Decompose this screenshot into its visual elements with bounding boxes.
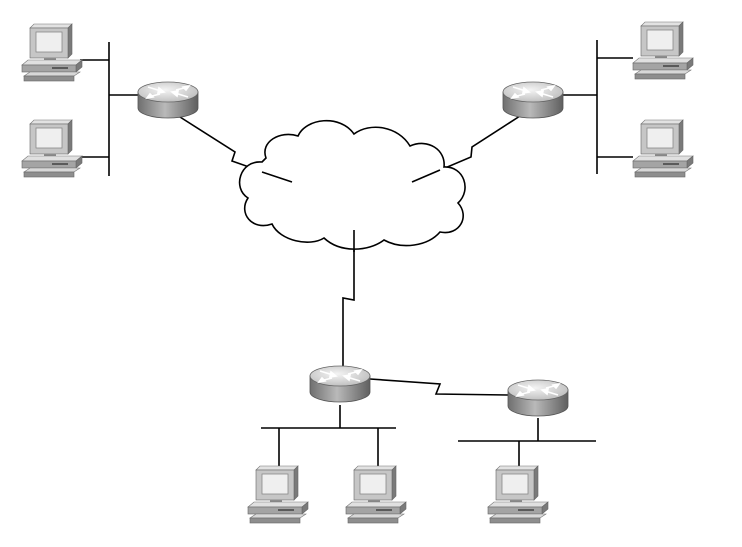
desktop-computer-icon: [346, 466, 406, 523]
desktop-computer-icon: [22, 120, 82, 177]
desktop-computer-icon: [488, 466, 548, 523]
router-icon: [503, 82, 563, 118]
desktop-computer-icon: [248, 466, 308, 523]
desktop-computer-icon: [633, 120, 693, 177]
cloud-icon: [240, 121, 465, 249]
router-icon: [508, 380, 568, 416]
router-icon: [138, 82, 198, 118]
serial-link-bottom-routers: [370, 379, 508, 395]
desktop-computer-icon: [633, 22, 693, 79]
router-icon: [310, 366, 370, 402]
desktop-computer-icon: [22, 24, 82, 81]
serial-link-cloud-to-bottom-router: [343, 230, 354, 368]
